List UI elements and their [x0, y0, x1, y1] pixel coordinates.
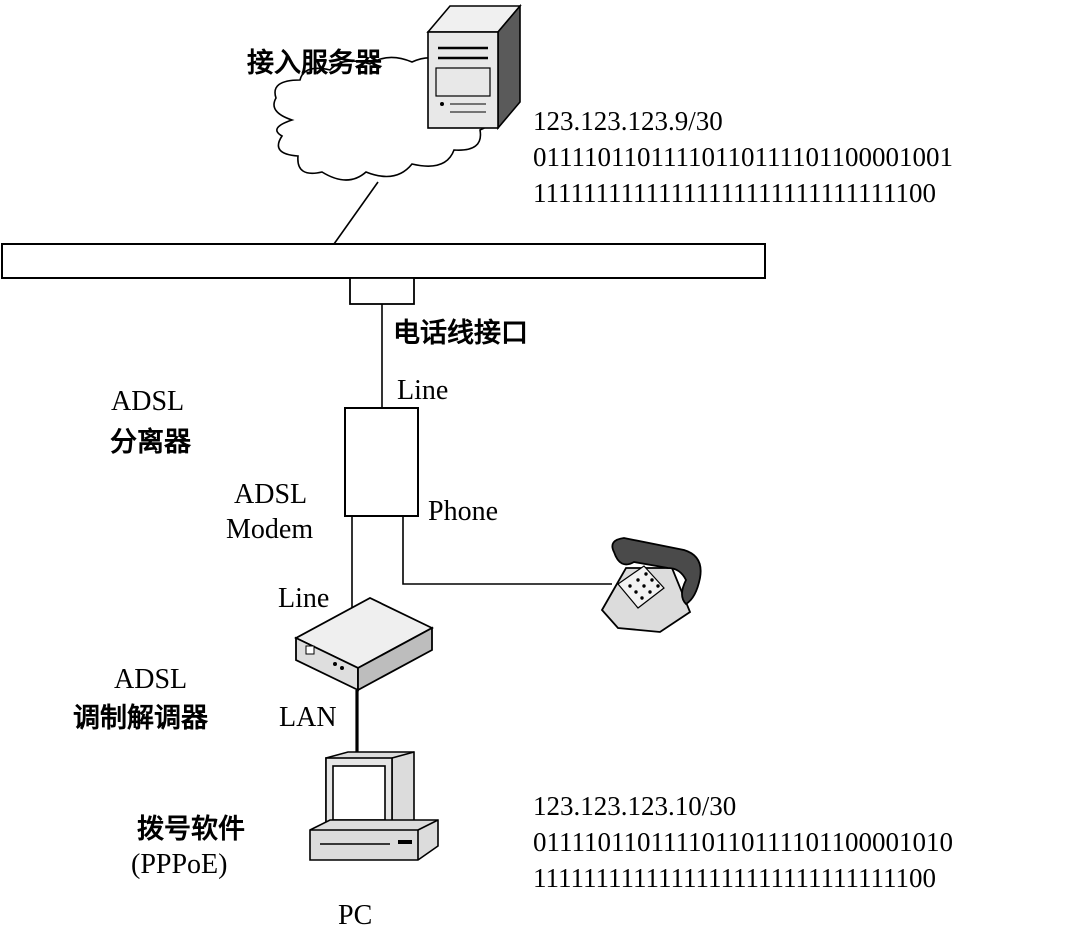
pc-icon [309, 751, 439, 861]
server-ip: 123.123.123.9/30 [533, 106, 723, 136]
cloud-link [333, 181, 379, 245]
pc-software-label-2: (PPPoE) [131, 849, 227, 880]
splitter-modem-port-1: ADSL [234, 479, 307, 510]
server-ip-binary: 01111011011110110111101100001001 [533, 142, 953, 172]
phone-jack [349, 277, 415, 305]
pc-ip: 123.123.123.10/30 [533, 791, 736, 821]
access-server-icon [426, 3, 522, 131]
telephone-icon [600, 537, 702, 633]
splitter-title-2: 分离器 [110, 426, 192, 458]
pc-mask-binary: 11111111111111111111111111111100 [533, 863, 936, 893]
pc-ip-binary: 01111011011110110111101100001010 [533, 827, 953, 857]
server-mask-binary: 11111111111111111111111111111100 [533, 178, 936, 208]
splitter-title-1: ADSL [111, 386, 184, 417]
line-splitter-phone [402, 516, 612, 585]
splitter-line-port: Line [397, 375, 448, 406]
telephone-network-bar [1, 243, 766, 279]
phone-jack-label: 电话线接口 [393, 318, 528, 349]
adsl-modem-icon [294, 596, 434, 692]
modem-lan-port: LAN [279, 702, 337, 733]
pc-label: PC [338, 900, 372, 928]
adsl-splitter [344, 407, 419, 517]
pc-software-label-1: 拨号软件 [137, 814, 245, 845]
splitter-modem-port-2: Modem [226, 514, 313, 545]
modem-line-port: Line [278, 583, 329, 614]
modem-title-1: ADSL [114, 664, 187, 695]
access-server-label: 接入服务器 [247, 48, 383, 79]
splitter-phone-port: Phone [428, 496, 498, 527]
modem-title-2: 调制解调器 [73, 703, 209, 734]
